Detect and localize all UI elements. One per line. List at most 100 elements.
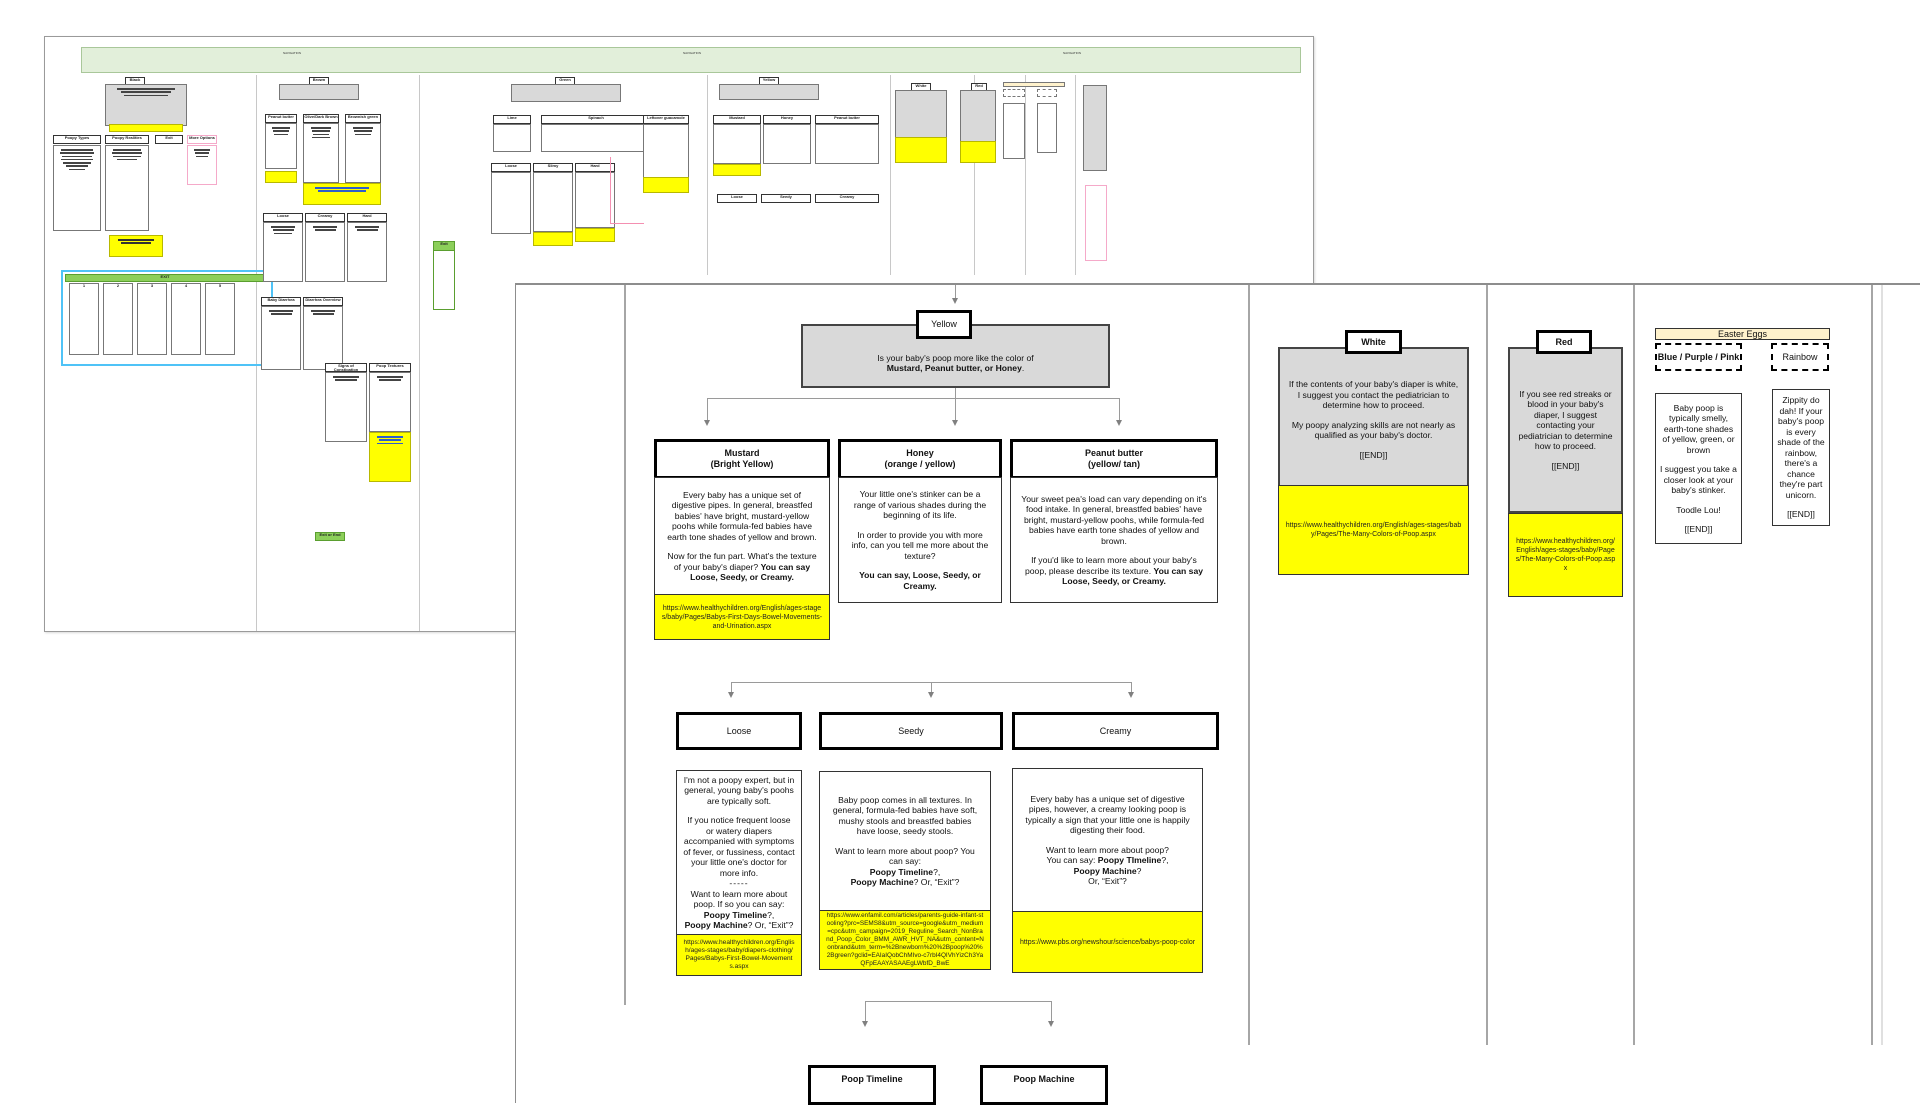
arrow-head-icon [1116, 420, 1122, 426]
seedy-link[interactable]: https://www.enfamil.com/articles/parents… [819, 910, 991, 970]
seedy-body1: Baby poop comes in all textures. In gene… [832, 794, 978, 837]
red-mini-link [960, 141, 996, 163]
column-divider [1075, 75, 1076, 275]
white-body2: My poopy analyzing skills are not nearly… [1291, 419, 1456, 441]
rainbow-body1: Zippity do dah! If your baby's poop is e… [1777, 395, 1825, 500]
exit-or-end-node: Exit or End [315, 532, 345, 541]
arrow-head-icon [1128, 692, 1134, 698]
peanut-butter-body-text: Your sweet pea's load can vary depending… [1021, 493, 1207, 546]
baby-diarrhea-body [261, 306, 301, 370]
connector [865, 1001, 1051, 1002]
mustard-link-text[interactable]: https://www.healthychildren.org/English/… [661, 604, 823, 630]
arrow-head-icon [704, 420, 710, 426]
seedy-link-text[interactable]: https://www.enfamil.com/articles/parents… [826, 912, 984, 967]
white-link[interactable]: https://www.healthychildren.org/English/… [1278, 485, 1469, 575]
diarrhea-overview-body [303, 306, 343, 370]
connector [731, 682, 732, 694]
olive-tag: Olive/Dark Brown [303, 114, 339, 123]
lime-tag: Lime [493, 115, 531, 124]
more-options-body [187, 145, 217, 185]
poop-machine-tag: Poop Machine [980, 1065, 1108, 1105]
black-yellow-link [109, 235, 163, 257]
brown-links [303, 183, 381, 205]
creamy-mini-tag: Creamy [815, 194, 879, 203]
exit-group-header: EXIT [65, 274, 265, 282]
white-mini-link [895, 137, 947, 163]
seedy-body: Baby poop comes in all textures. In gene… [819, 771, 991, 911]
connector [707, 398, 1119, 399]
diarrhea-overview-tag: Diarrhea Overview [303, 297, 343, 306]
exit-tag: Exit [155, 135, 183, 144]
poop-textures-tag: Poop Textures [369, 363, 411, 372]
red-end: [[END]] [1551, 460, 1580, 471]
red-body: If you see red streaks or blood in your … [1508, 347, 1623, 513]
navigation-text: NAVIGATION [682, 51, 702, 55]
arrow-head-icon [1048, 1021, 1054, 1027]
red-link[interactable]: https://www.healthychildren.org/English/… [1508, 513, 1623, 597]
peanut-butter-subtitle: (yellow/ tan) [1087, 459, 1140, 469]
green-hard-tag: Hard [575, 163, 615, 172]
seedy-prompt: Want to learn more about poop? You can s… [835, 845, 975, 888]
white-body1: If the contents of your baby's diaper is… [1288, 379, 1459, 410]
right-pink-box [1085, 185, 1107, 261]
mustard-prompt: Now for the fun part. What's the texture… [667, 551, 817, 582]
white-link-text[interactable]: https://www.healthychildren.org/English/… [1285, 522, 1462, 538]
loose-link-text[interactable]: https://www.healthychildren.org/English/… [683, 939, 795, 970]
black-link [109, 124, 183, 132]
brownish-green-tag: Brownish green [345, 114, 381, 123]
bpp-body1: Baby poop is typically smelly, earth-ton… [1662, 402, 1735, 455]
exit-item-5: 5 [205, 283, 235, 355]
arrow-head-icon [728, 692, 734, 698]
creamy-prompt: Want to learn more about poop?You can sa… [1046, 844, 1169, 887]
loose-body2: If you notice frequent loose or watery d… [683, 815, 795, 878]
easter-eggs-header: Easter Eggs [1655, 328, 1830, 340]
honey-mini-tag: Honey [763, 115, 811, 124]
mustard-mini-body [713, 124, 761, 164]
pink-connector [610, 157, 611, 223]
bpp-body2: I suggest you take a closer look at your… [1660, 464, 1737, 495]
red-tag-label: Red [1555, 336, 1573, 347]
green-hard-body [575, 172, 615, 228]
mustard-mini-tag: Mustard [713, 115, 761, 124]
yellow-mini-question [719, 84, 819, 100]
poop-textures-body [369, 372, 411, 432]
olive-body [303, 123, 339, 183]
connector [865, 1001, 866, 1023]
honey-prompt: In order to provide you with more info, … [851, 529, 989, 561]
ee-mini-bpp [1003, 89, 1025, 97]
connector [1051, 1001, 1052, 1023]
loose-link[interactable]: https://www.healthychildren.org/English/… [676, 934, 802, 976]
zoomed-sheet: Is your baby's poop more like the color … [515, 283, 1920, 1105]
red-link-text[interactable]: https://www.healthychildren.org/English/… [1515, 538, 1616, 572]
creamy-body1: Every baby has a unique set of digestive… [1025, 793, 1190, 836]
red-mini-body [960, 90, 996, 142]
yellow-question-options: Mustard, Peanut butter, or Honey [886, 363, 1022, 373]
loose-separator: ----- [729, 878, 749, 888]
peanut-butter-body [265, 123, 297, 169]
poopy-types-tag: Poopy Types [53, 135, 101, 144]
peanut-butter-tag: Peanut butter [265, 114, 297, 123]
connector [707, 398, 708, 422]
guacamole-tag: Leftover guacamole [643, 115, 689, 124]
loose-title: Loose [726, 725, 752, 736]
exit-item-3: 3 [137, 283, 167, 355]
navigation-text: NAVIGATION [1062, 51, 1082, 55]
brown-hard-tag: Hard [347, 213, 387, 222]
column-divider [707, 75, 708, 275]
loose-prompt: Want to learn more about poop. If so you… [684, 888, 794, 931]
red-tag: Red [1536, 330, 1592, 354]
arrow-head-icon [928, 692, 934, 698]
ee-mini-header [1003, 82, 1065, 87]
honey-subtitle: (orange / yellow) [884, 459, 956, 469]
connector [1119, 398, 1120, 422]
column-divider [1248, 285, 1250, 1045]
column-divider [624, 285, 626, 1005]
mustard-link[interactable]: https://www.healthychildren.org/English/… [654, 594, 830, 640]
bpp-end: [[END]] [1684, 524, 1713, 534]
constipation-tag: Signs of Constipation [325, 363, 367, 372]
mustard-title: Mustard [724, 448, 760, 458]
creamy-link-text[interactable]: https://www.pbs.org/newshour/science/bab… [1019, 938, 1196, 946]
creamy-link[interactable]: https://www.pbs.org/newshour/science/bab… [1012, 911, 1203, 973]
column-divider [1486, 285, 1488, 1045]
slimy-tag: Slimy [533, 163, 573, 172]
